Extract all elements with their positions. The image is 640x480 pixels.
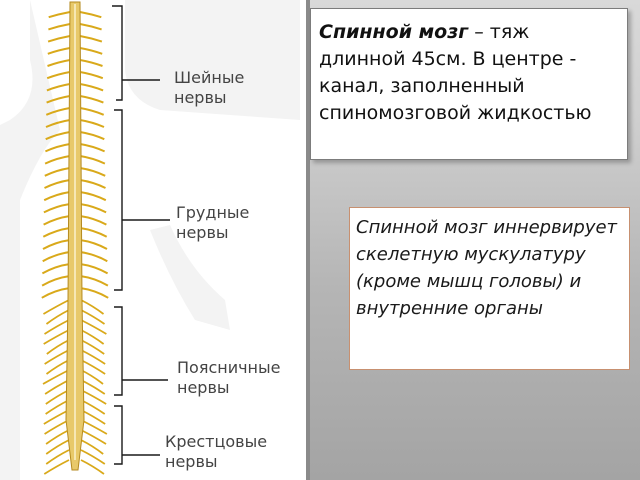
- spinal-nerve: [80, 120, 104, 127]
- spinal-cord-diagram: [0, 0, 300, 480]
- label-sacral-nerves: Крестцовые нервы: [165, 432, 267, 472]
- spinal-nerve: [48, 60, 71, 66]
- label-cervical-line1: Шейные: [174, 68, 244, 88]
- spinal-nerve: [80, 48, 102, 54]
- spinal-nerve: [49, 12, 70, 17]
- label-sacral-line1: Крестцовые: [165, 432, 267, 452]
- spinal-nerve: [80, 180, 106, 188]
- spinal-nerve: [80, 240, 107, 249]
- label-thoracic-nerves: Грудные нервы: [176, 203, 249, 243]
- spinal-nerve: [80, 228, 107, 237]
- spinal-nerve: [80, 96, 103, 103]
- spinal-nerve: [48, 24, 70, 29]
- spinal-nerve: [80, 264, 108, 273]
- spinal-nerve: [80, 216, 106, 225]
- body-silhouette: [0, 0, 300, 480]
- spinal-nerve: [80, 24, 102, 29]
- label-thoracic-line2: нервы: [176, 223, 249, 243]
- spinal-nerve: [80, 276, 108, 286]
- spinal-nerve: [47, 84, 70, 90]
- spinal-nerve: [80, 252, 107, 261]
- spinal-nerve: [80, 204, 106, 212]
- spinal-nerve: [80, 36, 102, 42]
- spinal-nerve: [47, 72, 70, 78]
- spinal-nerve: [45, 144, 70, 151]
- label-thoracic-line1: Грудные: [176, 203, 249, 223]
- definition-term: Спинной мозг: [319, 21, 468, 43]
- bracket-thoracic: [114, 110, 170, 290]
- label-cervical-nerves: Шейные нервы: [174, 68, 244, 108]
- spinal-nerve: [80, 108, 104, 115]
- spinal-nerve: [43, 252, 70, 261]
- spinal-nerve: [42, 264, 70, 273]
- innervation-box: Спинной мозг иннервирует скелетную муску…: [349, 207, 630, 370]
- spinal-nerve: [80, 168, 105, 176]
- spinal-nerve: [44, 216, 70, 225]
- spinal-nerve: [45, 156, 70, 164]
- spinal-nerve: [42, 288, 70, 298]
- spinal-nerve: [80, 132, 104, 139]
- spinal-nerve: [48, 36, 70, 42]
- spinal-nerve: [42, 276, 70, 286]
- label-lumbar-nerves: Поясничные нервы: [177, 358, 281, 398]
- spinal-nerve: [80, 12, 101, 17]
- spinal-nerve: [45, 168, 70, 176]
- spinal-nerve: [48, 48, 70, 54]
- bracket-sacral: [114, 406, 160, 464]
- spinal-nerve: [80, 84, 103, 90]
- spinal-nerve: [80, 60, 103, 66]
- spinal-nerve: [43, 228, 70, 237]
- spinal-nerve: [80, 144, 105, 151]
- label-lumbar-line1: Поясничные: [177, 358, 281, 378]
- spinal-nerve: [80, 288, 108, 298]
- label-cervical-line2: нервы: [174, 88, 244, 108]
- spinal-nerve: [80, 192, 106, 200]
- innervation-text: Спинной мозг иннервирует скелетную муску…: [356, 217, 617, 319]
- spinal-nerve: [80, 156, 105, 164]
- bracket-lumbar: [114, 307, 168, 395]
- spinal-nerve: [45, 180, 71, 188]
- spinal-nerve: [44, 204, 70, 212]
- label-lumbar-line2: нервы: [177, 378, 281, 398]
- label-sacral-line2: нервы: [165, 452, 267, 472]
- spinal-nerve: [44, 192, 70, 200]
- spinal-nerve: [43, 240, 70, 249]
- definition-box: Спинной мозг – тяж длинной 45см. В центр…: [310, 8, 628, 160]
- spinal-nerve: [80, 72, 103, 78]
